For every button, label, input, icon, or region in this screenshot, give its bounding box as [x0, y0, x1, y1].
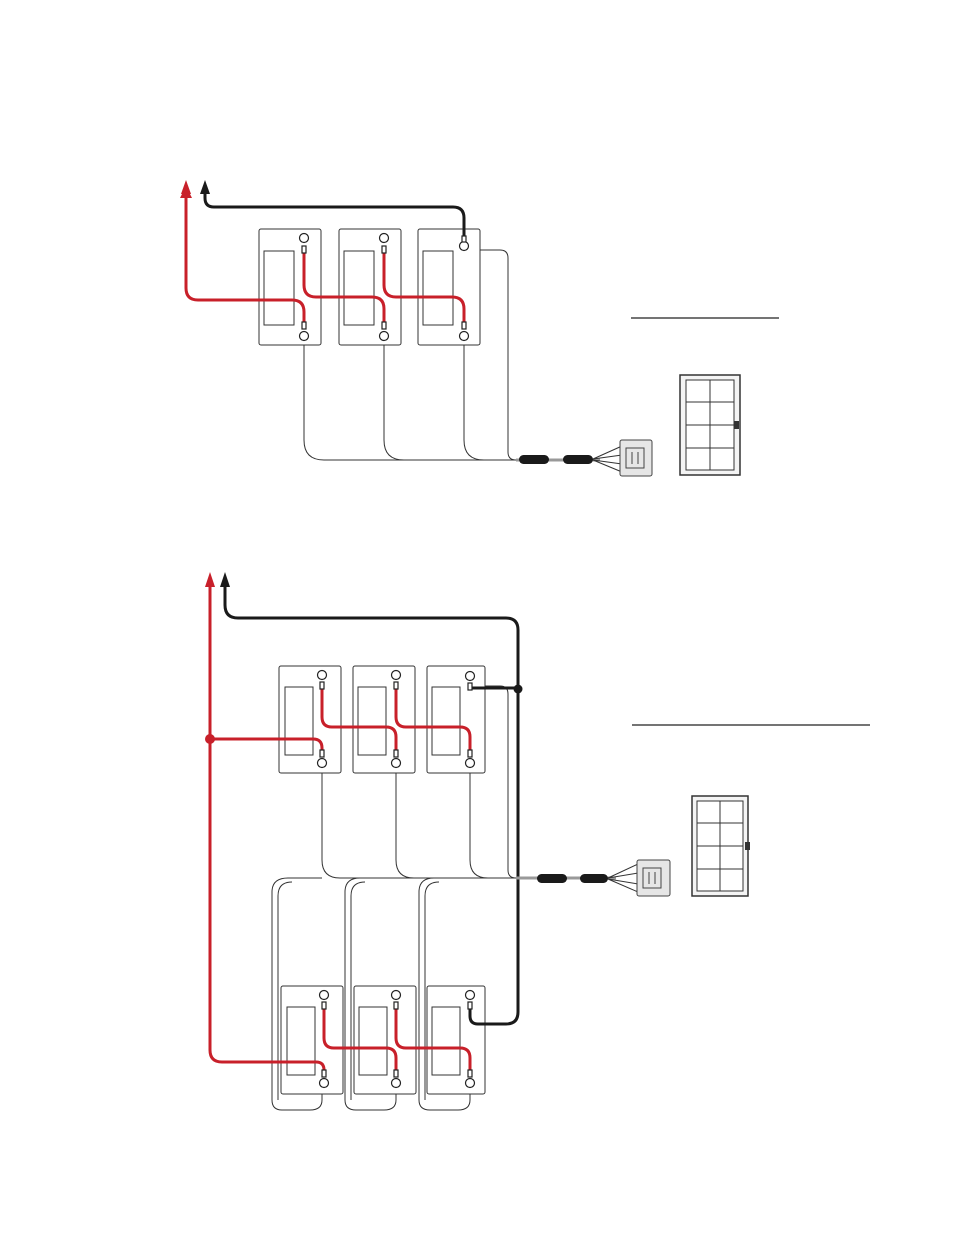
battery-3	[418, 229, 480, 345]
battery-upper-2	[353, 666, 415, 773]
arrow-up-icon	[205, 572, 215, 587]
negative-junction	[514, 685, 523, 694]
negative-cables	[225, 586, 518, 1024]
arrow-up-icon	[181, 180, 191, 194]
arrow-up-icon	[220, 572, 230, 587]
diagram-six-battery-parallel-strings	[205, 572, 870, 1110]
battery-upper-3	[427, 666, 485, 773]
battery-lower-1	[281, 986, 343, 1094]
connector-plug-icon	[637, 860, 670, 896]
battery-upper-1	[279, 666, 341, 773]
positive-junction	[205, 734, 215, 744]
harness-bundle	[516, 446, 622, 472]
sense-wire-harness	[304, 250, 520, 460]
battery-1	[259, 229, 321, 345]
battery-lower-2	[354, 986, 416, 1094]
arrow-up-icon	[200, 180, 210, 194]
diagram-three-battery-string	[181, 180, 779, 476]
connector-plug-icon	[620, 440, 652, 476]
connector-pinout-icon	[692, 796, 750, 896]
harness-bundle	[516, 864, 638, 892]
battery-lower-3	[427, 986, 485, 1094]
battery-2	[339, 229, 401, 345]
connector-pinout-icon	[680, 375, 740, 475]
